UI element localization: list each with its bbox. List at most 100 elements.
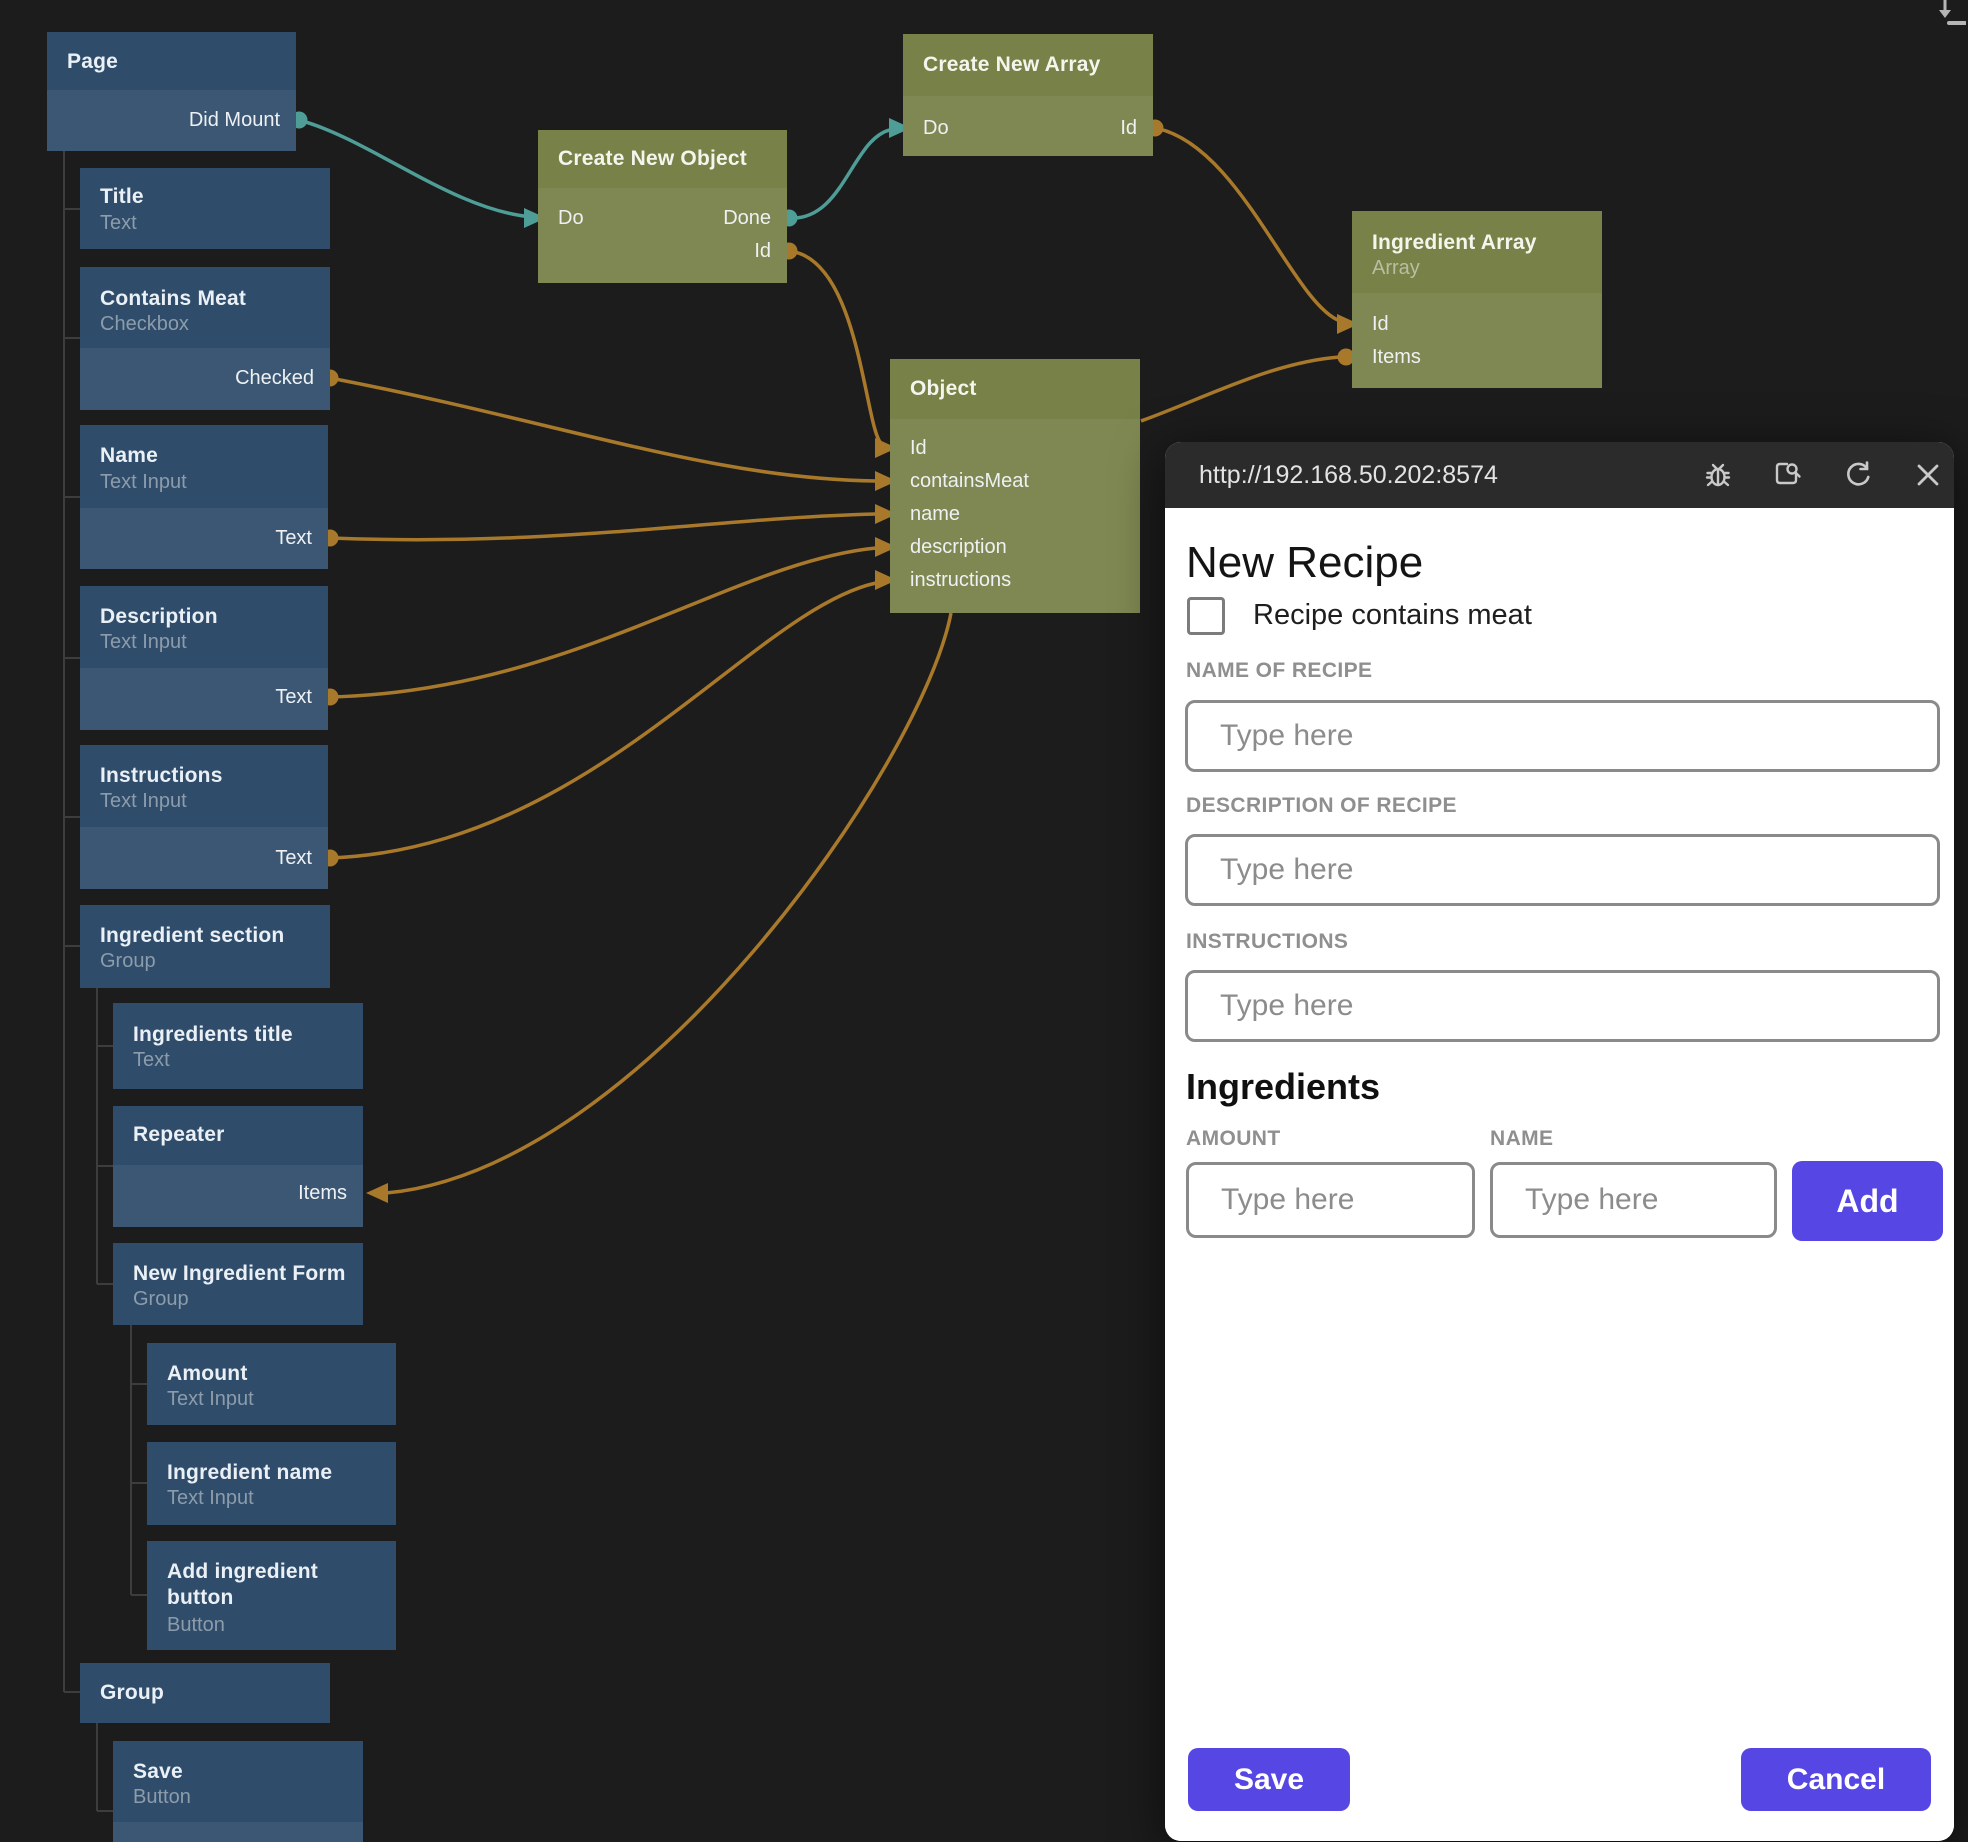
checkbox-label: Recipe contains meat [1253,599,1532,631]
node-body [80,508,328,569]
recipe-name-input[interactable] [1185,700,1940,772]
port-items[interactable]: Items [298,1182,347,1204]
preview-browser-panel: http://192.168.50.202:8574 [1165,442,1954,1841]
node-title: Title [100,185,144,208]
port-id[interactable]: Id [910,437,927,459]
node-subtitle: Group [133,1288,189,1310]
port-done[interactable]: Done [723,207,771,229]
node-body [113,1822,363,1842]
port-do[interactable]: Do [923,117,949,139]
download-icon[interactable] [1932,0,1966,30]
refresh-icon[interactable] [1843,460,1873,490]
ingredient-name-label: NAME [1490,1127,1554,1150]
ingredients-heading: Ingredients [1186,1066,1381,1107]
bug-icon[interactable] [1703,460,1733,490]
preview-page: New Recipe Recipe contains meat NAME OF … [1165,508,1954,1841]
port-instructions[interactable]: instructions [910,569,1012,591]
port-text[interactable]: Text [275,686,312,708]
node-title: Group [100,1681,164,1704]
node-title: Repeater [133,1123,225,1146]
node-subtitle: Button [133,1786,191,1808]
node-subtitle: Text Input [167,1388,254,1410]
node-body [80,668,328,730]
ingredient-name-input[interactable] [1490,1162,1777,1238]
node-subtitle: Text [133,1049,170,1071]
add-button[interactable]: Add [1792,1161,1943,1241]
node-subtitle: Text Input [100,631,187,653]
node-title: Create New Array [923,53,1101,76]
url-text: http://192.168.50.202:8574 [1199,461,1498,489]
node-subtitle: Group [100,950,156,972]
recipe-description-input[interactable] [1185,834,1940,906]
node-title: New Ingredient Form [133,1262,346,1285]
port-description[interactable]: description [910,536,1007,558]
node-body [1352,293,1602,388]
node-body [47,90,296,151]
port-did-mount[interactable]: Did Mount [188,109,280,131]
node-subtitle: Button [167,1614,225,1636]
port-id[interactable]: Id [1120,117,1137,139]
instructions-field-label: INSTRUCTIONS [1186,930,1349,953]
node-subtitle: Text Input [100,471,187,493]
port-id[interactable]: Id [1372,313,1389,335]
port-checked[interactable]: Checked [235,367,314,389]
node-group[interactable]: Group [80,1663,330,1723]
node-body [903,96,1153,156]
port-text[interactable]: Text [275,527,312,549]
cancel-button[interactable]: Cancel [1741,1748,1931,1811]
contains-meat-checkbox[interactable] [1187,597,1225,635]
node-body [113,1165,363,1227]
node-title: Add ingredient [167,1560,318,1583]
port-text[interactable]: Text [275,847,312,869]
node-subtitle: Array [1372,257,1420,279]
node-title: Instructions [100,764,223,787]
node-title: Ingredients title [133,1023,293,1046]
port-id[interactable]: Id [754,240,771,262]
node-title: Ingredient section [100,924,285,947]
node-title: Contains Meat [100,287,247,310]
node-body [890,419,1140,613]
preview-url-bar: http://192.168.50.202:8574 [1165,442,1954,508]
node-title: Amount [167,1362,248,1385]
recipe-instructions-input[interactable] [1185,970,1940,1042]
name-field-label: NAME OF RECIPE [1186,659,1373,682]
port-items[interactable]: Items [1372,346,1421,368]
close-icon[interactable] [1913,460,1943,490]
node-title: Description [100,605,218,628]
node-subtitle: Text [100,212,137,234]
node-title: Create New Object [558,147,747,170]
inspect-window-icon[interactable] [1773,460,1803,490]
node-title: Name [100,444,158,467]
port-containsmeat[interactable]: containsMeat [910,470,1029,492]
node-subtitle: Checkbox [100,313,189,335]
node-subtitle: Text Input [167,1487,254,1509]
node-title: Ingredient name [167,1461,333,1484]
port-do[interactable]: Do [558,207,584,229]
page-title: New Recipe [1186,538,1424,587]
amount-label: AMOUNT [1186,1127,1281,1150]
node-title: Page [67,50,118,73]
save-button[interactable]: Save [1188,1748,1350,1811]
node-body [80,348,330,410]
port-name[interactable]: name [910,503,961,525]
amount-input[interactable] [1186,1162,1475,1238]
node-title: Save [133,1760,183,1783]
